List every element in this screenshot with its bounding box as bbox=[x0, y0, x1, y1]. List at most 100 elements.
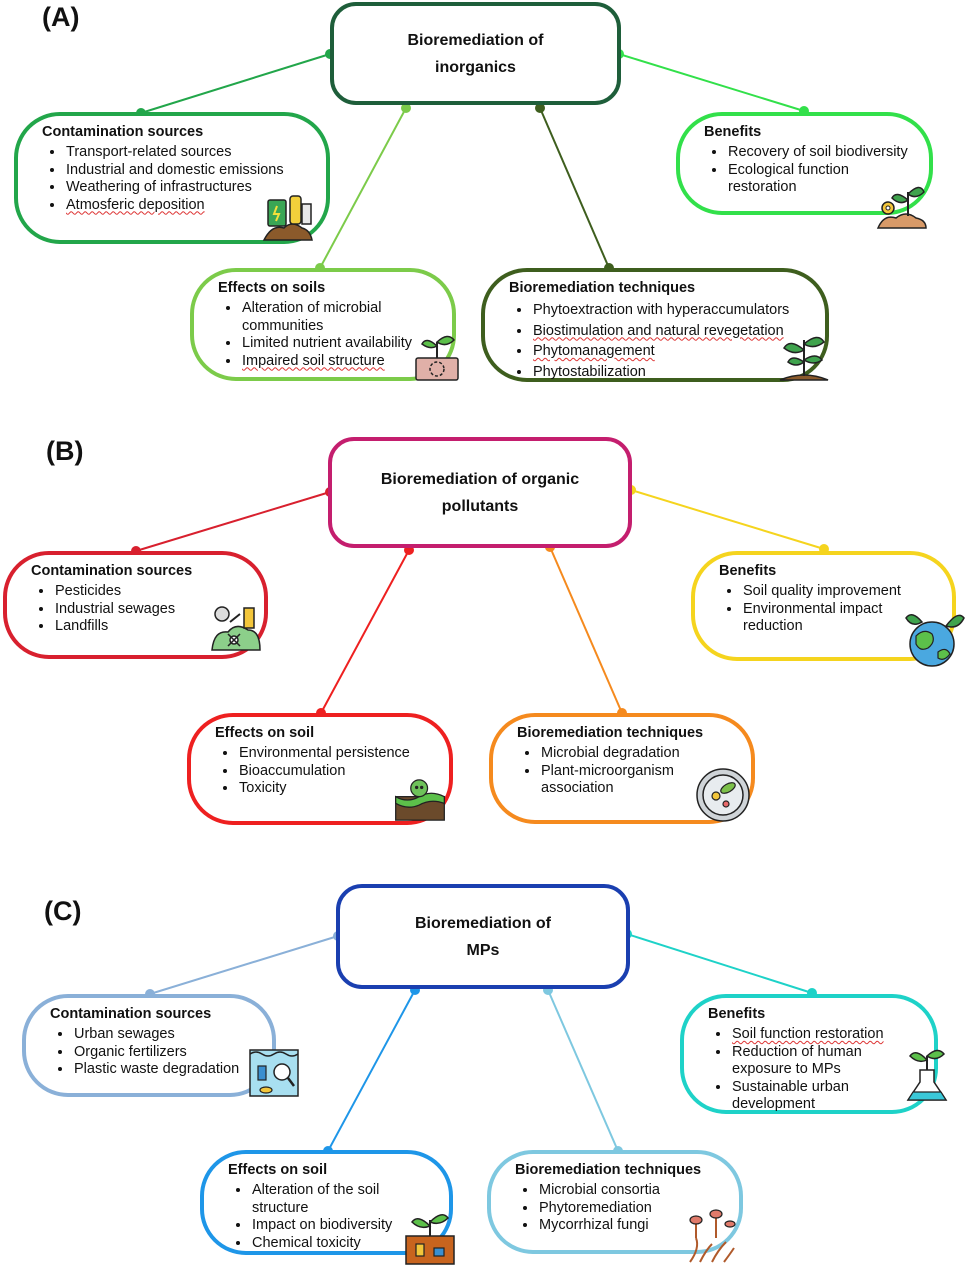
connector-line bbox=[547, 989, 619, 1152]
node-items: Phytoextraction with hyperaccumulators B… bbox=[519, 300, 809, 382]
list-item: Impact on biodiversity bbox=[251, 1217, 433, 1235]
connector-line bbox=[319, 107, 407, 269]
flask-sprout-icon bbox=[906, 1049, 948, 1101]
list-item: Organic fertilizers bbox=[73, 1044, 256, 1062]
node-items: Alteration of microbial communities Limi… bbox=[228, 300, 436, 370]
center-box-mps: Bioremediation of MPs bbox=[336, 884, 630, 989]
node-a-bioremediation-techniques: Bioremediation techniques Phytoextractio… bbox=[481, 268, 829, 382]
node-title: Bioremediation techniques bbox=[509, 280, 696, 296]
list-item: Impaired soil structure bbox=[241, 353, 436, 371]
growing-plant-gear-icon bbox=[876, 186, 927, 229]
list-item: Phytomanagement bbox=[532, 341, 809, 362]
mycorrhizal-fungi-icon bbox=[689, 1209, 736, 1263]
node-title: Bioremediation techniques bbox=[515, 1162, 702, 1178]
toxic-waste-icon bbox=[211, 606, 261, 651]
node-title: Bioremediation techniques bbox=[517, 725, 704, 741]
node-title: Contamination sources bbox=[31, 563, 193, 579]
connector-line bbox=[135, 491, 331, 552]
connector-line bbox=[549, 546, 623, 714]
list-item: Ecological function restoration bbox=[727, 162, 913, 197]
node-items: Urban sewages Organic fertilizers Plasti… bbox=[60, 1026, 256, 1079]
node-a-benefits: Benefits Recovery of soil biodiversity E… bbox=[676, 112, 933, 215]
panel-label-c: (C) bbox=[44, 896, 82, 926]
list-item: Biostimulation and natural revegetation bbox=[532, 321, 809, 342]
node-title: Effects on soil bbox=[215, 725, 315, 741]
plant-sprout-icon bbox=[779, 336, 829, 381]
list-item: Soil quality improvement bbox=[742, 583, 936, 601]
connector-line bbox=[140, 53, 331, 114]
list-item: Recovery of soil biodiversity bbox=[727, 144, 913, 162]
node-items: Pesticides Industrial sewages Landfills bbox=[41, 583, 248, 636]
list-item: Pesticides bbox=[54, 583, 248, 601]
list-item: Microbial degradation bbox=[540, 745, 735, 763]
connector-line bbox=[327, 989, 416, 1152]
center-title: Bioremediation of organic pollutants bbox=[380, 470, 580, 515]
list-item: Soil function restoration bbox=[731, 1026, 918, 1044]
list-item: Atmosferic deposition bbox=[65, 197, 310, 215]
list-item: Environmental impact reduction bbox=[742, 601, 936, 636]
node-items: Soil function restoration Reduction of h… bbox=[718, 1026, 918, 1114]
list-item: Sustainable urban development bbox=[731, 1079, 918, 1114]
list-item: Plastic waste degradation bbox=[73, 1061, 256, 1079]
node-c-benefits: Benefits Soil function restoration Reduc… bbox=[680, 994, 938, 1114]
node-title: Effects on soils bbox=[218, 280, 326, 296]
list-item: Microbial consortia bbox=[538, 1182, 723, 1200]
node-title: Benefits bbox=[708, 1006, 766, 1022]
soil-sprout-icon bbox=[415, 335, 459, 381]
list-item: Chemical toxicity bbox=[251, 1235, 433, 1253]
node-items: Soil quality improvement Environmental i… bbox=[729, 583, 936, 636]
connector-line bbox=[630, 489, 825, 550]
connector-line bbox=[539, 107, 610, 269]
list-item: Phytoremediation bbox=[538, 1200, 723, 1218]
center-title: Bioremediation of MPs bbox=[414, 914, 551, 959]
list-item: Phytostabilization bbox=[532, 362, 809, 383]
node-c-effects-on-soil: Effects on soil Alteration of the soil s… bbox=[200, 1150, 453, 1255]
item-text: Soil function restoration bbox=[732, 1026, 884, 1042]
node-title: Benefits bbox=[704, 124, 762, 140]
node-c-contamination-sources: Contamination sources Urban sewages Orga… bbox=[22, 994, 276, 1097]
center-title: Bioremediation of inorganics bbox=[407, 31, 544, 76]
list-item: Bioaccumulation bbox=[238, 763, 433, 781]
item-text: Biostimulation and natural revegetation bbox=[533, 322, 784, 339]
center-box-organic-pollutants: Bioremediation of organic pollutants bbox=[328, 437, 632, 548]
panel-label-b: (B) bbox=[46, 436, 84, 466]
contaminated-soil-skull-icon bbox=[395, 779, 445, 821]
connector-line bbox=[149, 935, 339, 995]
list-item: Toxicity bbox=[238, 780, 433, 798]
panel-label-a: (A) bbox=[42, 2, 80, 32]
green-earth-icon bbox=[905, 614, 965, 667]
connector-line bbox=[320, 549, 410, 714]
list-item: Phytoextraction with hyperaccumulators bbox=[532, 300, 809, 321]
connector-dot bbox=[401, 103, 411, 113]
node-title: Benefits bbox=[719, 563, 777, 579]
soil-plastic-sprout-icon bbox=[405, 1214, 455, 1265]
connector-dot bbox=[535, 103, 545, 113]
list-item: Urban sewages bbox=[73, 1026, 256, 1044]
item-text: Impaired soil structure bbox=[242, 352, 385, 369]
center-box-inorganics: Bioremediation of inorganics bbox=[330, 2, 621, 105]
node-items: Alteration of the soil structure Impact … bbox=[238, 1182, 433, 1252]
item-text: Phytomanagement bbox=[533, 343, 655, 359]
waste-pile-icon bbox=[262, 195, 313, 241]
list-item: Plant-microorganism association bbox=[540, 763, 735, 798]
node-items: Microbial degradation Plant-microorganis… bbox=[527, 745, 735, 798]
list-item: Weathering of infrastructures bbox=[65, 179, 310, 197]
list-item: Alteration of microbial communities bbox=[241, 300, 436, 335]
node-title: Contamination sources bbox=[42, 124, 204, 140]
node-title: Effects on soil bbox=[228, 1162, 328, 1178]
item-text: Atmosferic deposition bbox=[66, 196, 205, 213]
list-item: Environmental persistence bbox=[238, 745, 433, 763]
node-items: Transport-related sources Industrial and… bbox=[52, 144, 310, 214]
petri-dish-microbes-icon bbox=[696, 768, 750, 822]
water-microplastics-icon bbox=[249, 1049, 299, 1097]
node-title: Contamination sources bbox=[50, 1006, 212, 1022]
list-item: Limited nutrient availability bbox=[241, 335, 436, 353]
list-item: Transport-related sources bbox=[65, 144, 310, 162]
node-c-bioremediation-techniques: Bioremediation techniques Microbial cons… bbox=[487, 1150, 743, 1254]
node-items: Environmental persistence Bioaccumulatio… bbox=[225, 745, 433, 798]
node-a-effects-on-soils: Effects on soils Alteration of microbial… bbox=[190, 268, 456, 381]
list-item: Mycorrhizal fungi bbox=[538, 1217, 723, 1235]
list-item: Reduction of human exposure to MPs bbox=[731, 1044, 918, 1079]
list-item: Alteration of the soil structure bbox=[251, 1182, 433, 1217]
node-items: Microbial consortia Phytoremediation Myc… bbox=[525, 1182, 723, 1235]
